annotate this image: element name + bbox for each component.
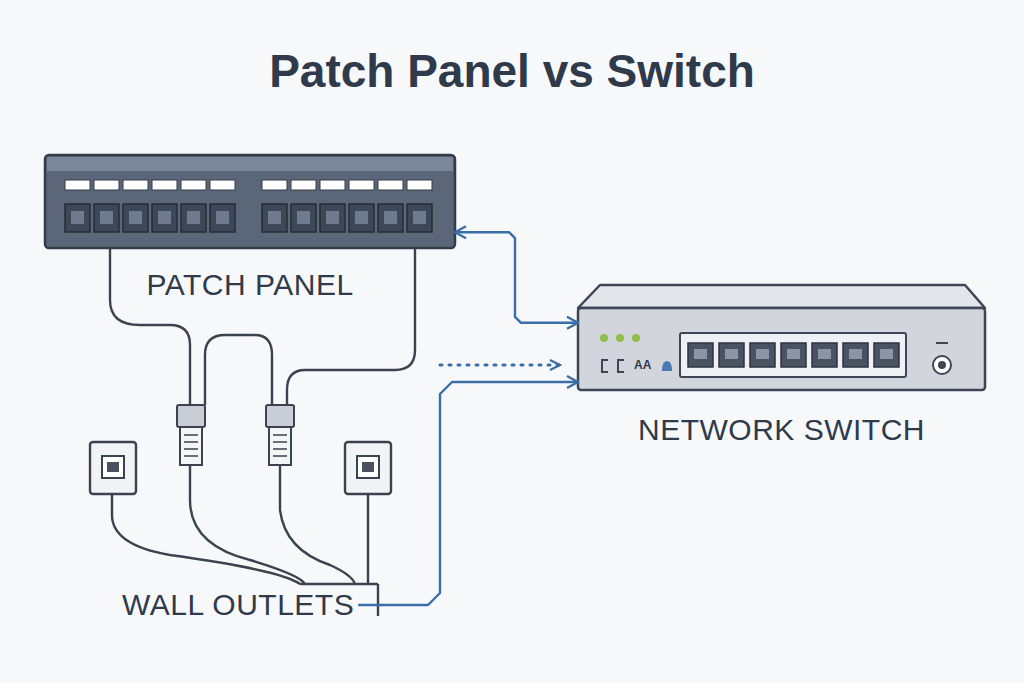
rj45-plug bbox=[266, 405, 294, 465]
connector-arrow bbox=[455, 232, 578, 323]
wall-outlet bbox=[90, 442, 136, 494]
node-label: NETWORK SWITCH bbox=[638, 413, 925, 447]
panel-ports bbox=[65, 180, 432, 232]
node-label: WALL OUTLETS bbox=[122, 588, 354, 622]
node-label: PATCH PANEL bbox=[146, 268, 353, 302]
switch-ports bbox=[688, 343, 899, 367]
cables bbox=[110, 248, 415, 616]
wall-outlets-group: WALL OUTLETS bbox=[118, 586, 358, 624]
patch-panel: PATCH PANEL bbox=[45, 155, 455, 248]
device-marking: AA bbox=[634, 358, 651, 372]
diagram-title: Patch Panel vs Switch bbox=[0, 44, 1024, 98]
wall-outlet bbox=[345, 442, 391, 494]
switch-device bbox=[578, 285, 985, 390]
connector-arrow bbox=[358, 382, 578, 605]
network-switch: NETWORK SWITCH bbox=[578, 285, 985, 390]
rj45-plug bbox=[177, 405, 205, 465]
dotted-arrow bbox=[440, 364, 560, 367]
patch-panel-device bbox=[45, 155, 455, 248]
